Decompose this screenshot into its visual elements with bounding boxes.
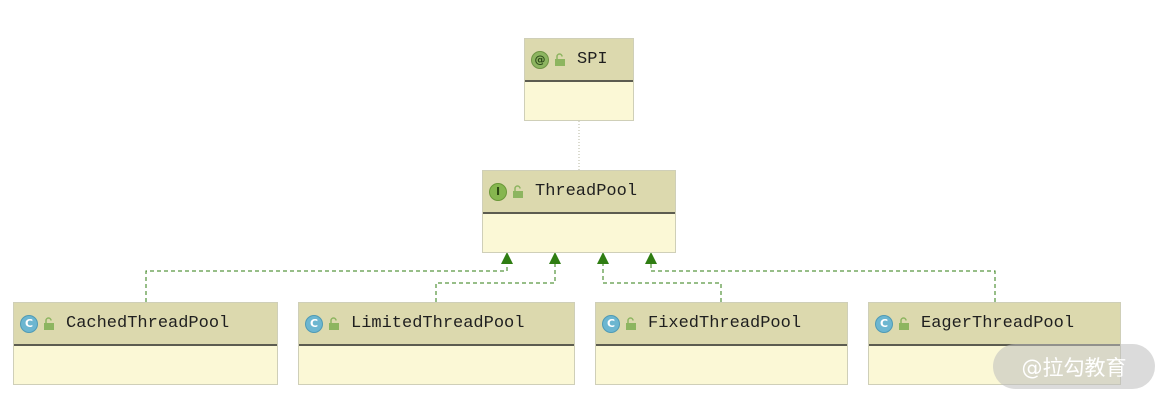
interface-icon: I <box>489 182 507 201</box>
spi-name: SPI <box>577 50 608 69</box>
unlocked-icon <box>626 316 636 330</box>
limitedthreadpool-name: LimitedThreadPool <box>351 314 525 333</box>
threadpool-interface-node[interactable]: I ThreadPool <box>482 170 676 253</box>
implements-edge-cached <box>145 262 508 302</box>
class-icon: C <box>20 314 38 333</box>
limitedthreadpool-class-node[interactable]: C LimitedThreadPool <box>298 302 575 385</box>
cachedthreadpool-class-node[interactable]: C CachedThreadPool <box>13 302 278 385</box>
unlocked-icon <box>899 316 909 330</box>
unlocked-icon <box>513 184 523 198</box>
implements-edge-eager <box>650 262 996 302</box>
limitedthreadpool-header: C LimitedThreadPool <box>299 303 574 346</box>
cachedthreadpool-name: CachedThreadPool <box>66 314 230 333</box>
spi-header: @ SPI <box>525 39 633 82</box>
arrowhead-cached <box>501 252 513 264</box>
threadpool-header: I ThreadPool <box>483 171 675 214</box>
threadpool-name: ThreadPool <box>535 182 638 201</box>
fixedthreadpool-header: C FixedThreadPool <box>596 303 847 346</box>
unlocked-icon <box>44 316 54 330</box>
annotation-icon: @ <box>531 50 549 69</box>
arrowhead-limited <box>549 252 561 264</box>
eagerthreadpool-name: EagerThreadPool <box>921 314 1075 333</box>
fixedthreadpool-name: FixedThreadPool <box>648 314 802 333</box>
unlocked-icon <box>329 316 339 330</box>
class-icon: C <box>305 314 323 333</box>
implements-edge-fixed <box>602 262 722 302</box>
class-icon: C <box>875 314 893 333</box>
cachedthreadpool-header: C CachedThreadPool <box>14 303 277 346</box>
watermark: @拉勾教育 <box>993 344 1155 389</box>
fixedthreadpool-class-node[interactable]: C FixedThreadPool <box>595 302 848 385</box>
eagerthreadpool-header: C EagerThreadPool <box>869 303 1120 346</box>
unlocked-icon <box>555 52 565 66</box>
arrowhead-eager <box>645 252 657 264</box>
class-icon: C <box>602 314 620 333</box>
spi-annotation-node[interactable]: @ SPI <box>524 38 634 121</box>
arrowhead-fixed <box>597 252 609 264</box>
implements-edge-limited <box>435 262 556 302</box>
